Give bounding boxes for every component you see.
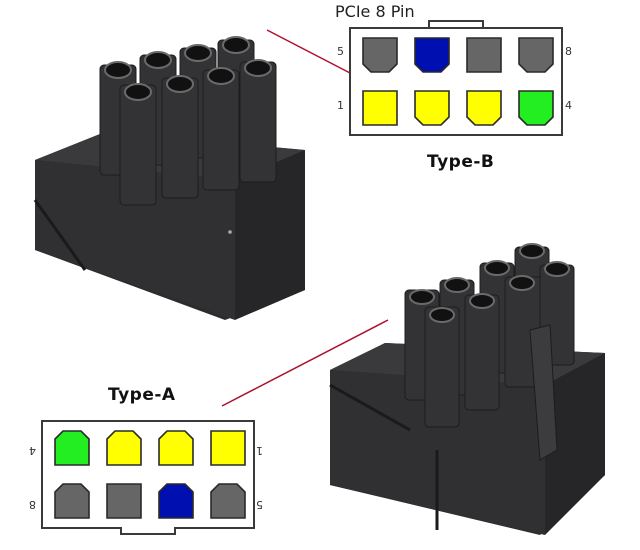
pin-1 <box>210 430 246 466</box>
pin-label-5: 5 <box>337 45 344 58</box>
pin-label-4-flipped: 4 <box>29 444 36 457</box>
pin-label-8-flipped: 8 <box>29 498 36 511</box>
pin-2 <box>414 90 450 126</box>
pin-6 <box>414 37 450 73</box>
pin-6 <box>158 483 194 519</box>
latch-tab-type-b <box>428 20 484 28</box>
pointer-line-type-a <box>221 319 389 407</box>
type-a-title: Type-A <box>108 385 176 405</box>
pin-2 <box>158 430 194 466</box>
pin-label-1: 1 <box>337 99 344 112</box>
pin-3 <box>106 430 142 466</box>
pin-label-4: 4 <box>565 99 572 112</box>
pin-4 <box>54 430 90 466</box>
pcie-8-pin-title: PCIe 8 Pin <box>335 2 415 21</box>
connector-photo-type-a <box>329 243 605 535</box>
type-b-title: Type-B <box>427 152 495 172</box>
pin-7 <box>106 483 142 519</box>
pointer-line-type-b <box>266 29 351 74</box>
pin-label-5-flipped: 5 <box>256 498 263 511</box>
pin-label-1-flipped: 1 <box>256 444 263 457</box>
pin-7 <box>466 37 502 73</box>
pin-5 <box>362 37 398 73</box>
pin-3 <box>466 90 502 126</box>
pin-5 <box>210 483 246 519</box>
pin-8 <box>54 483 90 519</box>
pin-1 <box>362 90 398 126</box>
pin-8 <box>518 37 554 73</box>
latch-tab-type-a <box>120 527 176 535</box>
pin-label-8: 8 <box>565 45 572 58</box>
pin-4 <box>518 90 554 126</box>
connector-photo-type-b <box>33 36 305 320</box>
